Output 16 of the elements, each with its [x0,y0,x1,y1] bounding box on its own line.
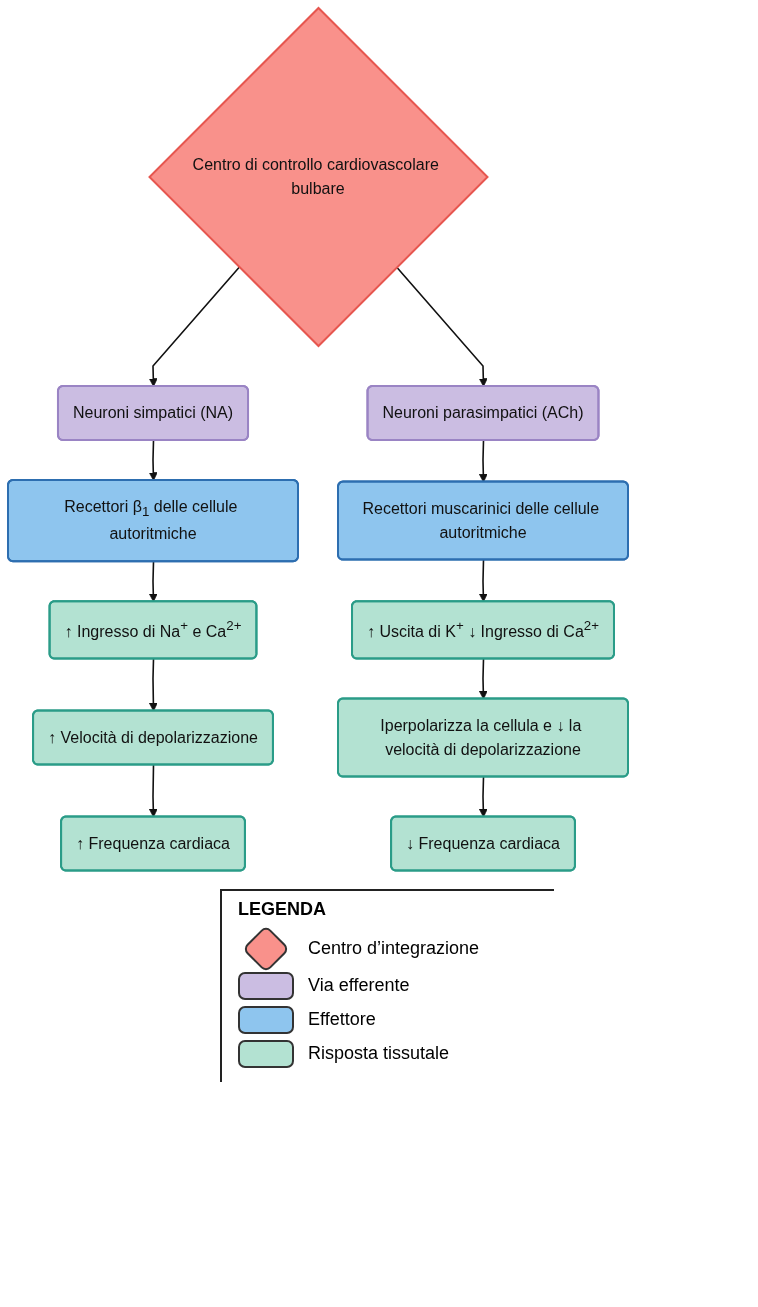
arrow [478,658,488,700]
legend-label: Risposta tissutale [308,1043,450,1064]
arrow [148,764,158,818]
legend-label: Centro d’integrazione [308,938,480,959]
legend-label: Effettore [308,1009,376,1030]
legend-title: LEGENDA [238,898,326,920]
node-diamond: Centro di controllo cardiovascolare bulbare [148,6,489,348]
arrow [149,658,158,712]
legend-label: Via efferente [308,975,410,996]
arrow [395,266,488,387]
arrow [478,776,488,818]
arrow [148,439,158,481]
arrow [148,560,158,603]
arrow [478,559,488,603]
arrow [478,439,488,483]
arrow [148,266,241,387]
